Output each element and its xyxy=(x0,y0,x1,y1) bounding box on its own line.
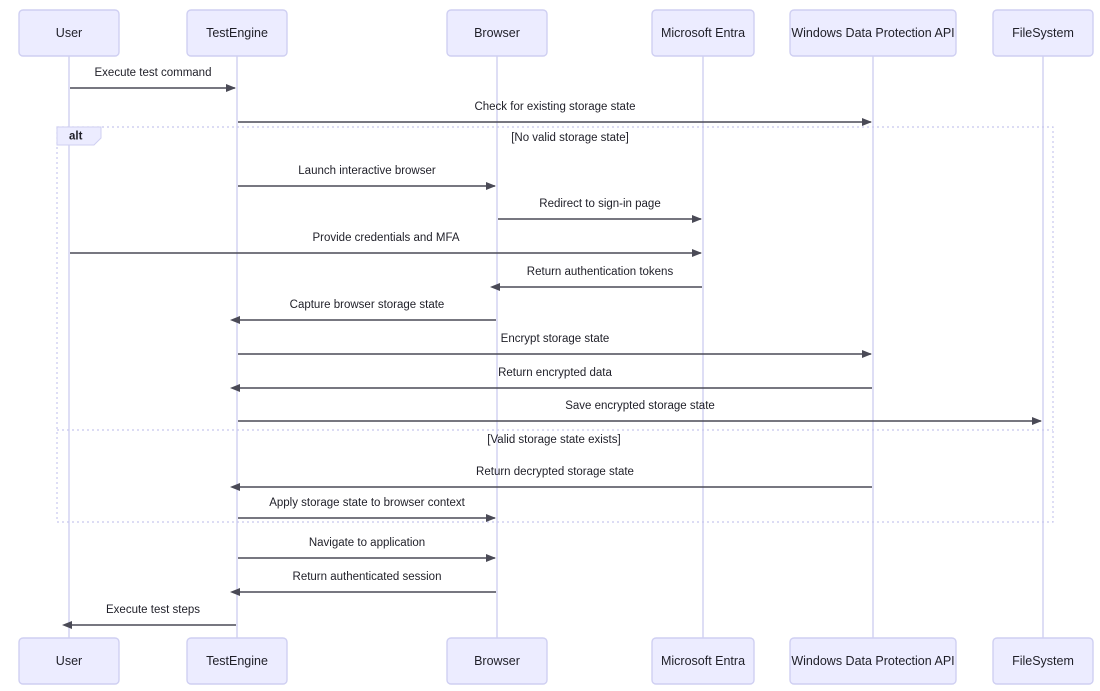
participant-label: TestEngine xyxy=(206,26,268,40)
message-label: Encrypt storage state xyxy=(501,333,610,345)
alt-fragment-border xyxy=(56,126,1054,523)
message-8: Encrypt storage state xyxy=(238,333,872,358)
message-label: Return authenticated session xyxy=(293,571,442,583)
participant-label: Microsoft Entra xyxy=(661,654,745,668)
message-label: Save encrypted storage state xyxy=(565,400,715,412)
participant-box[interactable] xyxy=(446,637,548,685)
message-label: Capture browser storage state xyxy=(290,299,445,311)
message-14: Return authenticated session xyxy=(230,571,496,596)
participant-label: Microsoft Entra xyxy=(661,26,745,40)
message-7: Capture browser storage state xyxy=(230,299,496,324)
message-15: Execute test steps xyxy=(62,604,236,629)
participant-box[interactable] xyxy=(992,9,1094,57)
alt-fragment-group: alt [No valid storage state] [Valid storag… xyxy=(56,126,1054,523)
message-label: Redirect to sign-in page xyxy=(539,198,660,210)
message-1: Execute test command xyxy=(70,67,236,92)
message-label: Return authentication tokens xyxy=(527,266,674,278)
participants-header-group: User TestEngine Browser Microsoft Entra Wind… xyxy=(18,9,1094,57)
alt-condition-label-2: [Valid storage state exists] xyxy=(487,434,620,446)
participant-box[interactable] xyxy=(651,637,755,685)
message-label: Navigate to application xyxy=(309,537,425,549)
participants-footer-group: User TestEngine Browser Microsoft Entra Wind… xyxy=(18,637,1094,685)
message-label: Check for existing storage state xyxy=(474,101,635,113)
participant-label: Browser xyxy=(474,654,520,668)
participant-label: Windows Data Protection API xyxy=(791,26,954,40)
message-label: Apply storage state to browser context xyxy=(269,497,465,509)
alt-operator-tag xyxy=(56,126,102,146)
participant-box[interactable] xyxy=(992,637,1094,685)
lifelines-group xyxy=(68,56,1044,638)
participant-label: TestEngine xyxy=(206,654,268,668)
participant-fs-bottom[interactable]: FileSystem xyxy=(992,637,1094,685)
participant-entra-top[interactable]: Microsoft Entra xyxy=(651,9,755,57)
message-label: Return encrypted data xyxy=(498,367,612,379)
participant-box[interactable] xyxy=(651,9,755,57)
message-5: Provide credentials and MFA xyxy=(70,232,702,257)
participant-label: Windows Data Protection API xyxy=(791,654,954,668)
message-4: Redirect to sign-in page xyxy=(498,198,702,223)
message-11: Return decrypted storage state xyxy=(230,466,872,491)
message-label: Execute test command xyxy=(95,67,212,79)
participant-user-top[interactable]: User xyxy=(18,9,120,57)
participant-label: User xyxy=(56,26,82,40)
message-label: Launch interactive browser xyxy=(298,165,436,177)
message-6: Return authentication tokens xyxy=(490,266,702,291)
participant-dpapi-bottom[interactable]: Windows Data Protection API xyxy=(789,637,957,685)
participant-label: FileSystem xyxy=(1012,654,1074,668)
participant-label: FileSystem xyxy=(1012,26,1074,40)
participant-engine-bottom[interactable]: TestEngine xyxy=(186,637,288,685)
message-label: Provide credentials and MFA xyxy=(312,232,459,244)
participant-browser-bottom[interactable]: Browser xyxy=(446,637,548,685)
participant-box[interactable] xyxy=(18,637,120,685)
participant-box[interactable] xyxy=(186,637,288,685)
participant-box[interactable] xyxy=(789,9,957,57)
participant-box[interactable] xyxy=(18,9,120,57)
message-2: Check for existing storage state xyxy=(238,101,872,126)
participant-box[interactable] xyxy=(186,9,288,57)
participant-label: User xyxy=(56,654,82,668)
participant-box[interactable] xyxy=(446,9,548,57)
message-13: Navigate to application xyxy=(238,537,496,562)
participant-fs-top[interactable]: FileSystem xyxy=(992,9,1094,57)
participant-box[interactable] xyxy=(789,637,957,685)
message-10: Save encrypted storage state xyxy=(238,400,1042,425)
participant-label: Browser xyxy=(474,26,520,40)
participant-engine-top[interactable]: TestEngine xyxy=(186,9,288,57)
message-label: Execute test steps xyxy=(106,604,200,616)
participant-user-bottom[interactable]: User xyxy=(18,637,120,685)
alt-condition-label-1: [No valid storage state] xyxy=(511,132,629,144)
message-3: Launch interactive browser xyxy=(238,165,496,190)
message-12: Apply storage state to browser context xyxy=(238,497,496,522)
participant-entra-bottom[interactable]: Microsoft Entra xyxy=(651,637,755,685)
message-9: Return encrypted data xyxy=(230,367,872,392)
participant-dpapi-top[interactable]: Windows Data Protection API xyxy=(789,9,957,57)
message-label: Return decrypted storage state xyxy=(476,466,634,478)
alt-operator-label: alt xyxy=(69,131,83,143)
participant-browser-top[interactable]: Browser xyxy=(446,9,548,57)
